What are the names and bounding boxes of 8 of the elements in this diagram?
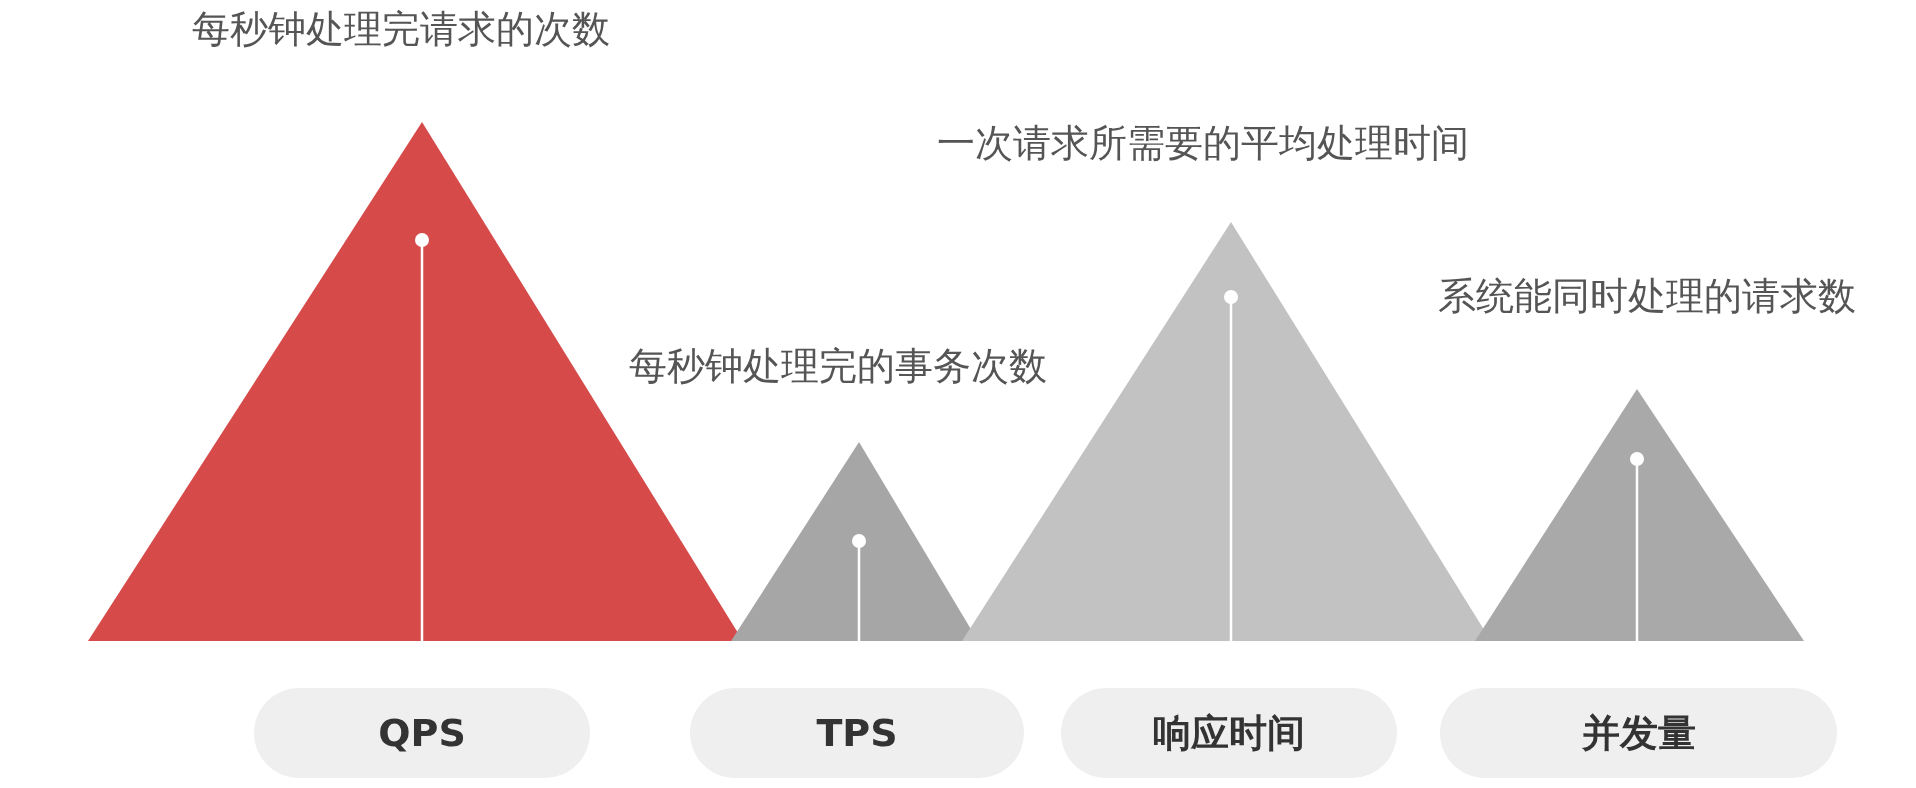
description-text: 每秒钟处理完的事务次数 (629, 343, 1047, 389)
description-text: 每秒钟处理完请求的次数 (192, 6, 610, 52)
metric-pill: 响应时间 (1061, 688, 1397, 778)
metric-pill: TPS (690, 688, 1024, 778)
description-text: 一次请求所需要的平均处理时间 (937, 120, 1469, 166)
description-text: 系统能同时处理的请求数 (1438, 273, 1856, 319)
metric-pill: QPS (254, 688, 590, 778)
metric-pill: 并发量 (1440, 688, 1837, 778)
